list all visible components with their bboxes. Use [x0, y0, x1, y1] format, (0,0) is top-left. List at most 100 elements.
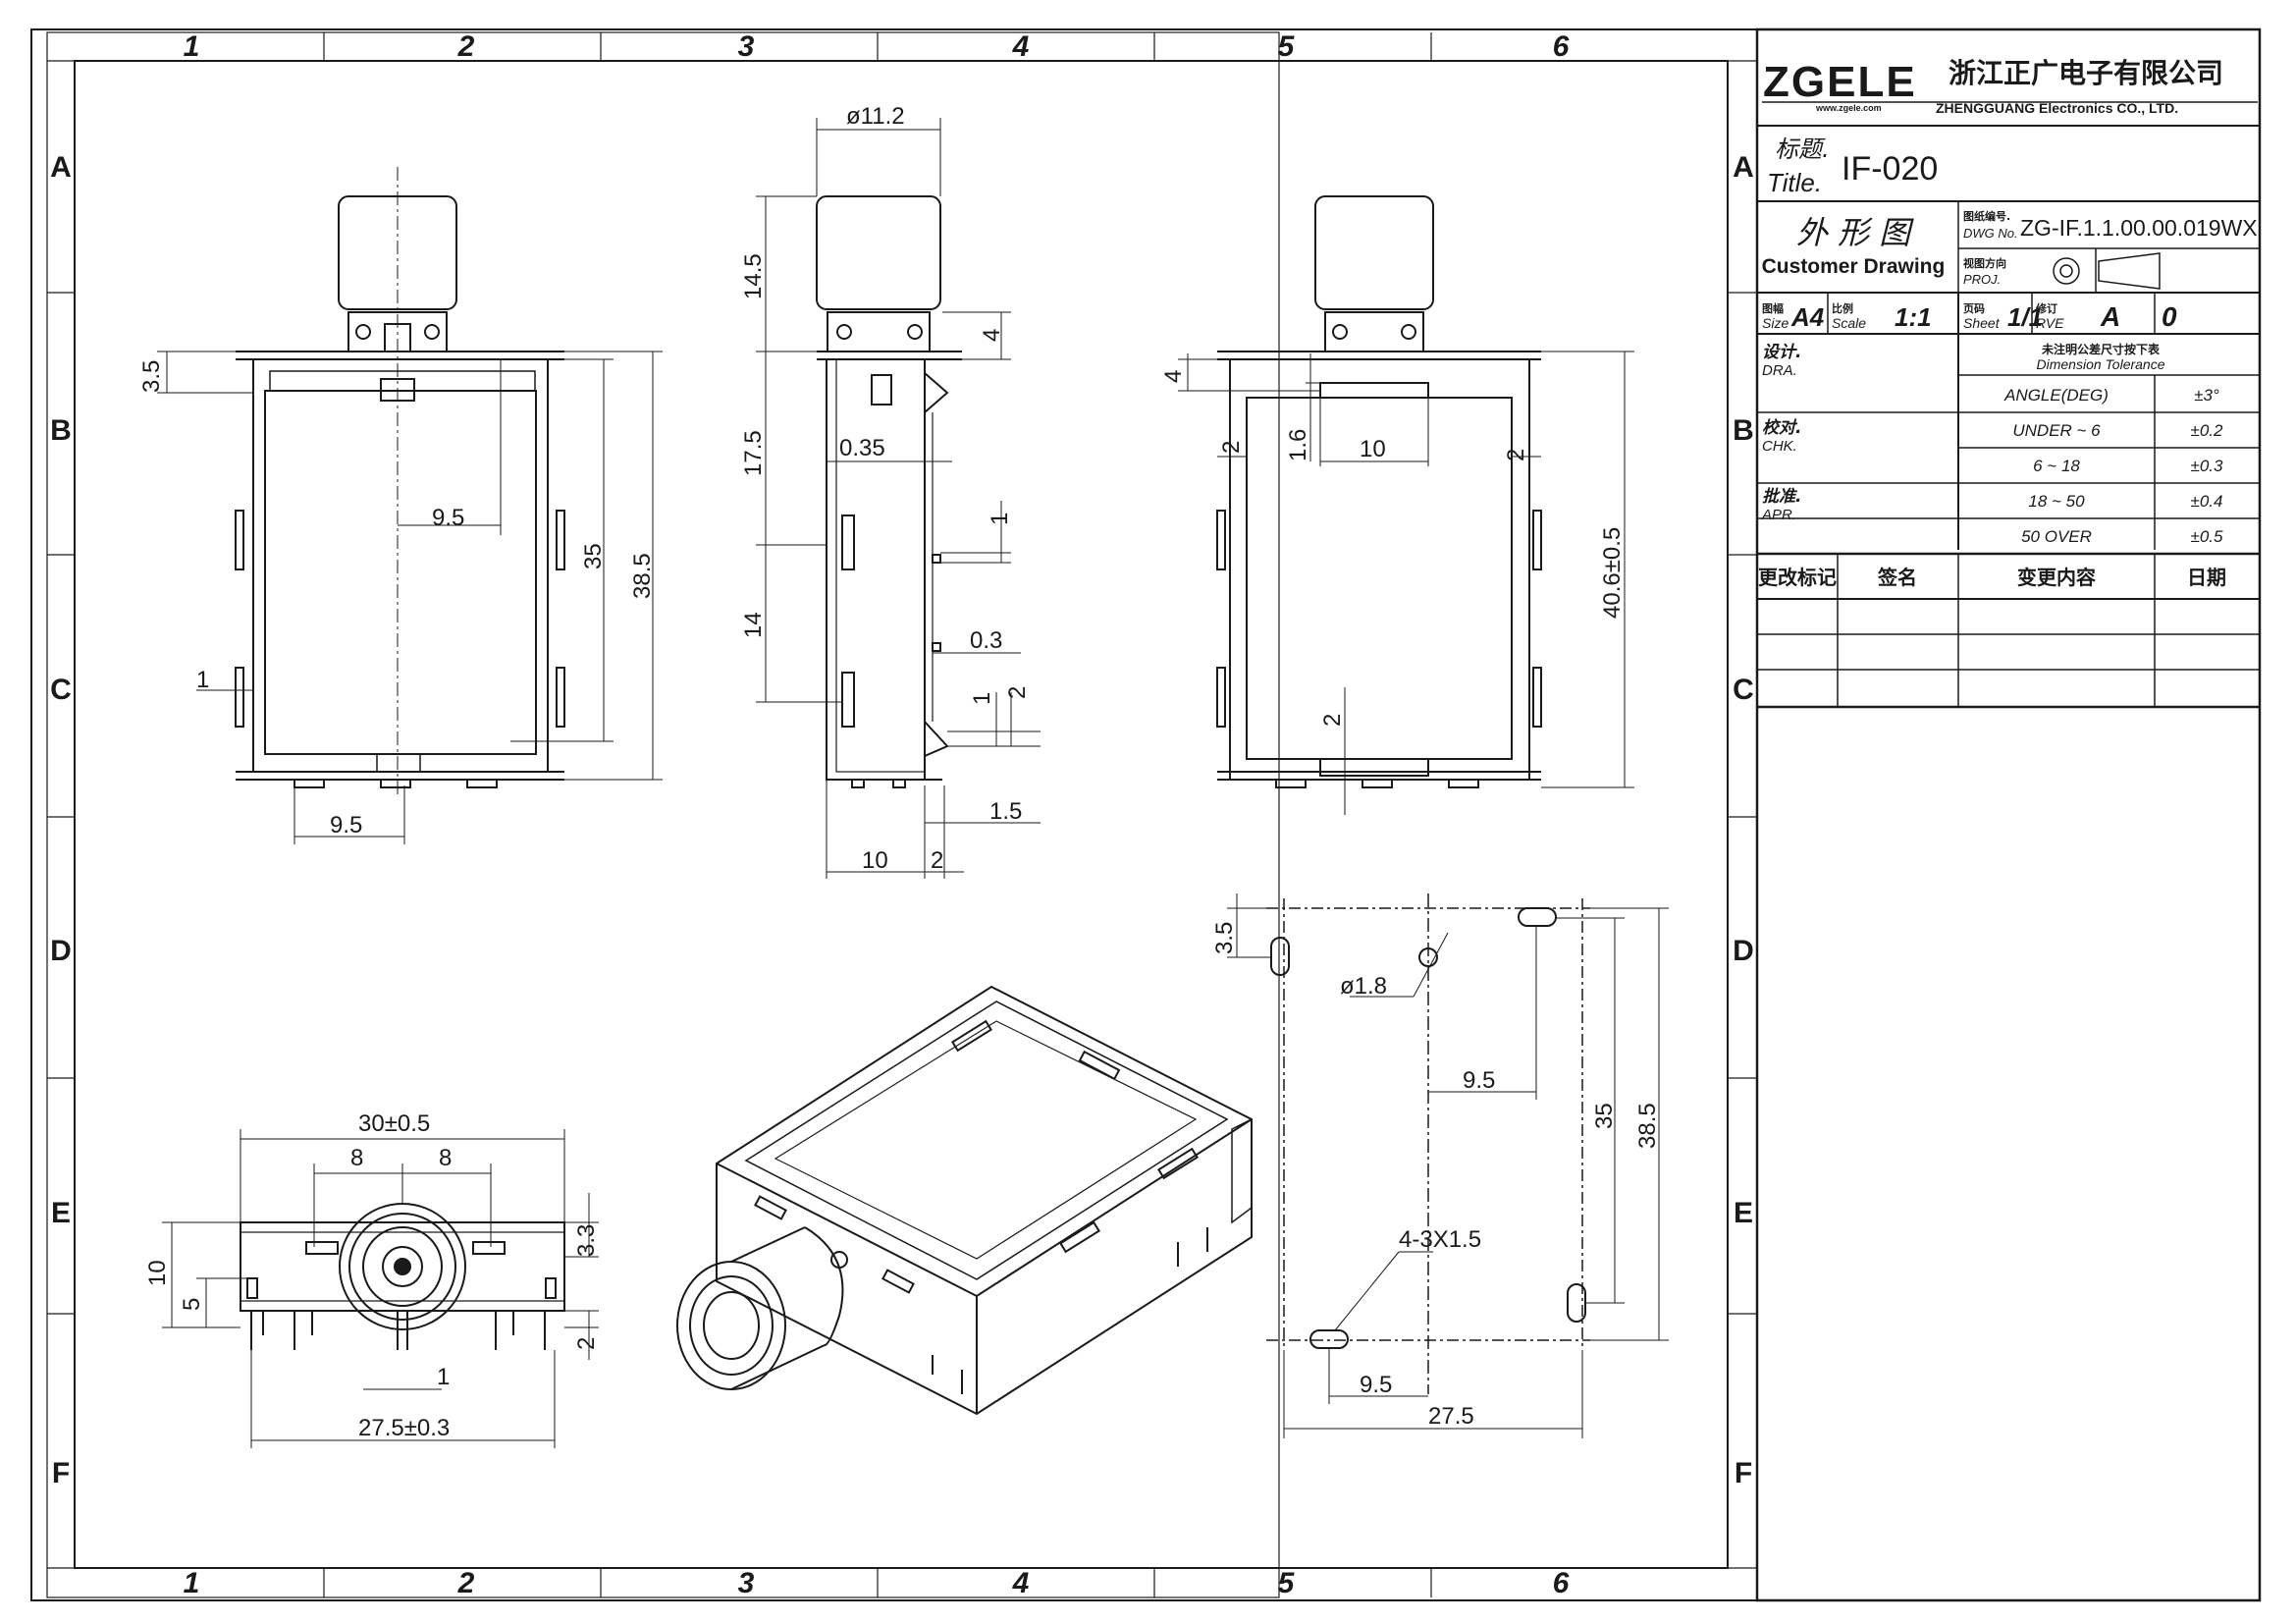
back-view-dimensions	[1178, 351, 1634, 815]
rev-value: A	[2100, 301, 2120, 332]
frame-column-ticks	[323, 32, 1432, 1597]
row-label-B: B	[50, 414, 72, 447]
dra-label-cn: 设计.	[1762, 343, 1801, 362]
footprint-dim-hole: ø1.8	[1340, 973, 1387, 1000]
side-dim-14: 14	[740, 612, 767, 638]
tolerance-range-2: 6 ~ 18	[2033, 457, 2080, 475]
drawing-frame	[30, 27, 2262, 1602]
col-label-2-bottom: 2	[457, 1567, 475, 1599]
tolerance-title-en: Dimension Tolerance	[2037, 356, 2165, 372]
sheet-label-cn: 页码	[1963, 302, 1985, 315]
bottom-view	[240, 1203, 565, 1350]
row-label-B-right: B	[1733, 414, 1754, 447]
bottom-dim-5: 5	[179, 1298, 205, 1311]
bottom-dim-3.3: 3.3	[573, 1224, 600, 1257]
back-dim-1.6: 1.6	[1285, 429, 1311, 461]
tolerance-value-4: ±0.5	[2191, 527, 2224, 546]
bottom-dim-27.5: 27.5±0.3	[358, 1415, 450, 1441]
title-block	[1757, 101, 2260, 709]
rev-label-en: RVE	[2036, 315, 2064, 331]
bottom-view-dimensions	[162, 1129, 599, 1448]
back-dim-4: 4	[1160, 370, 1187, 383]
front-dim-9.5-top: 9.5	[432, 505, 464, 531]
drawing-name-en: Customer Drawing	[1762, 255, 1946, 278]
side-dim-1-upper: 1	[987, 513, 1013, 525]
proj-label-cn: 视图方向	[1963, 256, 2006, 270]
back-dim-10: 10	[1360, 436, 1386, 462]
tolerance-title-cn: 未注明公差尺寸按下表	[2041, 342, 2161, 356]
back-dim-2-right: 2	[1503, 449, 1529, 461]
proj-label-en: PROJ.	[1963, 272, 2001, 287]
side-dim-0.35: 0.35	[839, 435, 885, 461]
revision-header-date: 日期	[2187, 566, 2226, 589]
col-label-5: 5	[1278, 30, 1296, 63]
footprint-dim-3.5: 3.5	[1211, 922, 1238, 954]
tolerance-value-1: ±0.2	[2191, 421, 2224, 440]
col-label-3: 3	[738, 30, 755, 63]
bottom-dim-1: 1	[437, 1364, 450, 1390]
tolerance-range-4: 50 OVER	[2021, 527, 2092, 546]
pcb-footprint-dimensions	[1227, 893, 1669, 1438]
col-label-6-bottom: 6	[1553, 1567, 1570, 1599]
frame-row-ticks	[47, 292, 1757, 1315]
side-dim-10: 10	[862, 847, 888, 874]
revision-header-mark: 更改标记	[1758, 566, 1837, 589]
col-label-5-bottom: 5	[1278, 1567, 1296, 1599]
rev-extra: 0	[2162, 301, 2177, 332]
footprint-dim-35: 35	[1591, 1103, 1618, 1129]
revision-header-content: 变更内容	[2017, 566, 2096, 589]
dwg-no-value: ZG-IF.1.1.00.00.019WX	[2020, 215, 2258, 241]
company-name-cn: 浙江正广电子有限公司	[1949, 57, 2223, 89]
tolerance-range-1: UNDER ~ 6	[2012, 421, 2101, 440]
col-label-4-bottom: 4	[1012, 1567, 1030, 1599]
bottom-dim-30: 30±0.5	[358, 1110, 430, 1137]
company-logo-url: www.zgele.com	[1815, 103, 1882, 113]
footprint-dim-9.5-bottom: 9.5	[1360, 1372, 1392, 1398]
front-dim-9.5-bottom: 9.5	[330, 812, 362, 839]
tolerance-range-3: 18 ~ 50	[2028, 492, 2085, 511]
back-dim-40.6: 40.6±0.5	[1599, 527, 1626, 619]
col-label-3-bottom: 3	[738, 1567, 755, 1599]
col-label-1-bottom: 1	[184, 1567, 200, 1599]
back-dim-2-bottom: 2	[1319, 714, 1346, 727]
title-label-en: Title.	[1767, 168, 1822, 197]
tolerance-value-0: ±3°	[2194, 386, 2219, 405]
drawing-name-cn: 外 形 图	[1796, 214, 1914, 251]
side-dim-2-bottom: 2	[931, 847, 943, 874]
chk-label-cn: 校对.	[1762, 418, 1801, 438]
row-label-F: F	[52, 1457, 70, 1489]
side-view-dimensions	[756, 118, 1041, 879]
title-label-cn: 标题.	[1775, 135, 1830, 163]
col-label-4: 4	[1012, 30, 1030, 63]
back-view	[1216, 195, 1542, 788]
tolerance-value-2: ±0.3	[2191, 457, 2224, 475]
sheet-value: 1/1	[2007, 302, 2043, 332]
apr-label-cn: 批准.	[1762, 487, 1801, 507]
size-label-en: Size	[1762, 315, 1789, 331]
footprint-dim-9.5-top: 9.5	[1463, 1067, 1495, 1094]
front-dim-38.5: 38.5	[629, 553, 656, 599]
tolerance-value-3: ±0.4	[2191, 492, 2223, 511]
bottom-dim-8-right: 8	[439, 1145, 452, 1171]
side-dim-0.3: 0.3	[970, 627, 1002, 654]
revision-header-sign: 签名	[1877, 566, 1917, 589]
front-view-dimensions	[157, 351, 663, 844]
scale-label-en: Scale	[1832, 315, 1866, 331]
side-dim-1.5: 1.5	[989, 798, 1022, 825]
side-view	[816, 195, 962, 788]
front-dim-35: 35	[580, 543, 607, 569]
bottom-dim-2: 2	[573, 1337, 600, 1350]
side-dim-2: 2	[1004, 686, 1031, 699]
front-view	[235, 167, 565, 795]
col-label-2: 2	[457, 30, 475, 63]
scale-label-cn: 比例	[1832, 301, 1853, 315]
row-label-D-right: D	[1733, 935, 1754, 967]
chk-label-en: CHK.	[1762, 438, 1797, 455]
size-value: A4	[1790, 302, 1825, 332]
row-label-E: E	[51, 1197, 71, 1229]
row-label-E-right: E	[1734, 1197, 1753, 1229]
footprint-dim-slots: 4-3X1.5	[1399, 1226, 1481, 1253]
bottom-dim-10: 10	[144, 1260, 171, 1286]
side-dim-14.5: 14.5	[740, 253, 767, 299]
